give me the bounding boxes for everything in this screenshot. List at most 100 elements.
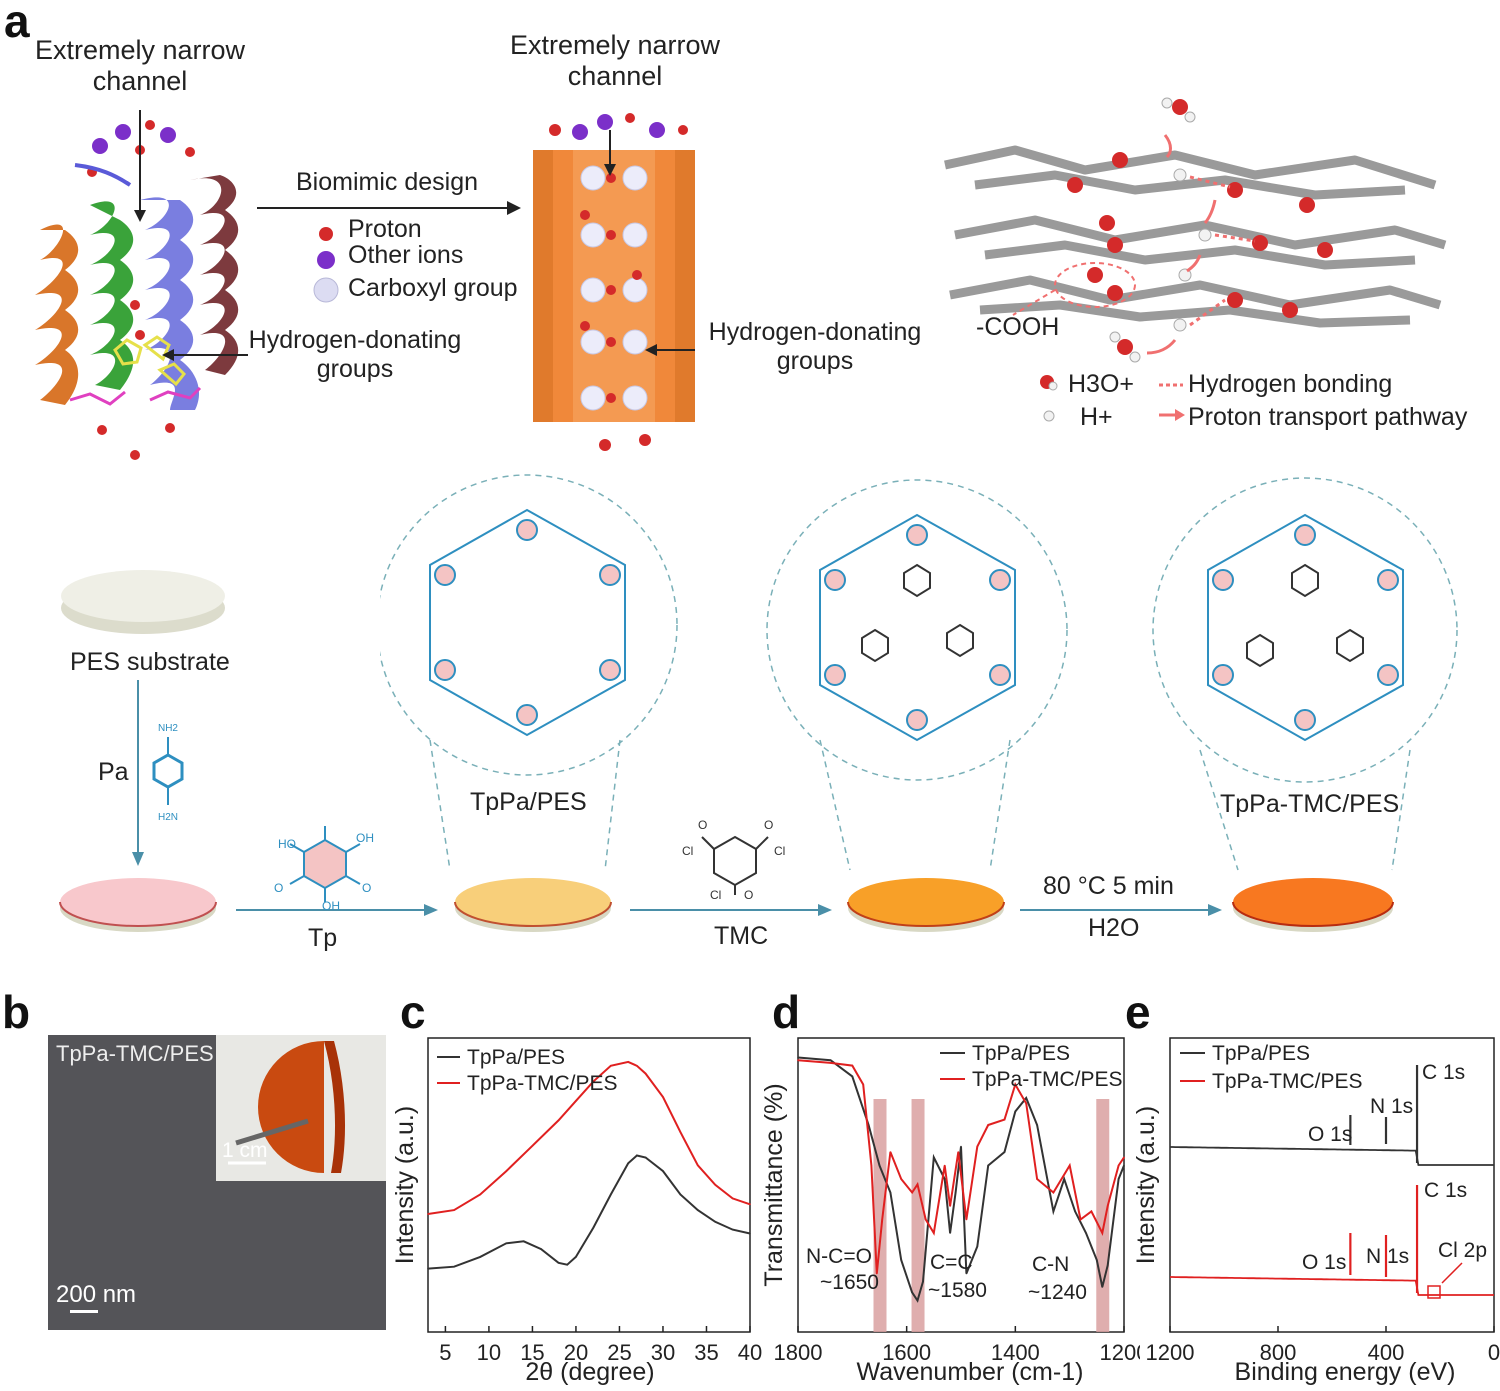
pa-arrow xyxy=(132,680,144,866)
sem-sample-label: TpPa-TMC/PES xyxy=(56,1041,214,1066)
panel-label-a: a xyxy=(4,0,30,47)
svg-text:OH: OH xyxy=(322,899,340,913)
channel-title-left-line2: channel xyxy=(92,66,188,96)
chart-c-legend-1: TpPa/PES xyxy=(467,1046,565,1069)
svg-text:Cl: Cl xyxy=(774,844,785,858)
legend-pathway: Proton transport pathway xyxy=(1188,403,1468,431)
chart-d-series-1-point xyxy=(933,1156,935,1159)
chart-d-series-1-point xyxy=(943,1178,946,1180)
chart-d-xlabel: Wavenumber (cm-1) xyxy=(857,1358,1084,1386)
chart-d-series-1-point xyxy=(1063,1178,1066,1180)
chart-c-x-tick-label: 5 xyxy=(439,1340,451,1365)
right-legend-markers xyxy=(1040,375,1058,422)
chart-c-series-2-point xyxy=(714,1183,716,1186)
chart-c-series-2-point xyxy=(592,1080,595,1083)
chart-c-x-tick-label: 40 xyxy=(738,1340,762,1365)
chart-d-series-1-point xyxy=(1096,1259,1098,1261)
chart-c-series-2-point xyxy=(662,1096,664,1098)
chart-d-series-2-point xyxy=(1025,1102,1027,1105)
svg-text:NH2: NH2 xyxy=(158,723,178,734)
chart-d-annotation-value-2: ~1580 xyxy=(928,1279,987,1302)
svg-text:OH: OH xyxy=(356,831,374,845)
chart-c-series-1-point xyxy=(627,1162,629,1165)
chart-d-series-2-point xyxy=(924,1218,927,1221)
chart-d-series-1-point xyxy=(965,1272,968,1275)
pa-label: Pa xyxy=(98,758,129,786)
chart-c-series-1-point xyxy=(479,1256,482,1258)
tppa-tmc-pes-label: TpPa-TMC/PES xyxy=(1220,790,1400,818)
chart-e-x-tick-label: 800 xyxy=(1260,1340,1297,1365)
chart-e-peak-cl2p: Cl 2p xyxy=(1438,1239,1487,1262)
chart-c-series-1-point xyxy=(636,1154,638,1157)
chart-c-legend-2: TpPa-TMC/PES xyxy=(467,1072,618,1095)
pes-substrate-disc xyxy=(61,570,225,634)
chart-c-xlabel: 2θ (degree) xyxy=(525,1358,654,1386)
chart-c-series-1 xyxy=(427,1154,751,1270)
chart-c-series-1-point xyxy=(427,1267,429,1270)
chart-d-series-1-point xyxy=(1123,1164,1125,1167)
legend-hbond: Hydrogen bonding xyxy=(1188,370,1393,398)
chart-d-annotation-value-1: ~1650 xyxy=(820,1271,879,1294)
chart-c-series-2-point xyxy=(679,1131,682,1133)
tppa-disc xyxy=(454,878,612,932)
chart-c-series-1-point xyxy=(644,1156,647,1159)
hbond-pathway-markers xyxy=(1159,383,1185,421)
tmc-label: TMC xyxy=(714,922,769,950)
chart-d-series-2-point xyxy=(829,1062,832,1064)
legend-carboxyl: Carboxyl group xyxy=(348,274,518,302)
chart-d-series-2-point xyxy=(1101,1232,1104,1234)
chart-e-peak-c1s-top: C 1s xyxy=(1422,1061,1465,1084)
chart-d-series-1-point xyxy=(954,1191,957,1194)
chart-d-annotation-value-3: ~1240 xyxy=(1028,1281,1087,1304)
chart-c-series-1-point xyxy=(749,1232,751,1235)
chart-c-series-2-point xyxy=(627,1061,629,1063)
cof-stack-illustration xyxy=(944,97,1447,363)
chart-c-x-tick-label: 10 xyxy=(477,1340,501,1365)
chart-d-series-2-point xyxy=(987,1124,989,1126)
chart-c-series-1-point xyxy=(522,1240,525,1243)
panel-label-b: b xyxy=(2,986,31,1038)
chart-c-series-1-point xyxy=(662,1170,664,1172)
chart-ftir: 1800160014001200 N-C=O~1650C=C~1580C-N~1… xyxy=(760,1037,1140,1386)
chart-c-series-2-point xyxy=(749,1203,751,1206)
svg-text:O: O xyxy=(698,818,707,832)
chart-d-x-tick-label: 1400 xyxy=(991,1340,1040,1365)
hdg-left-line1: Hydrogen-donating xyxy=(248,326,462,354)
chart-d-series-2-point xyxy=(916,1183,919,1186)
chart-c-series-2-point xyxy=(731,1197,734,1200)
chart-d-series-2-point xyxy=(1090,1210,1093,1213)
chart-d-series-2-point xyxy=(881,1218,884,1221)
membrane-photo-inset: 1 cm xyxy=(216,1035,386,1181)
chart-d-series-1-point xyxy=(976,1245,979,1248)
chart-d-series-1-point xyxy=(1085,1232,1087,1234)
chart-d-series-2-point xyxy=(1123,1156,1125,1159)
chart-d-x-tick-label: 1200 xyxy=(1100,1340,1140,1365)
channel-title-mid-line2: channel xyxy=(567,61,663,91)
chart-d-legend-2: TpPa-TMC/PES xyxy=(972,1068,1123,1091)
chart-c-series-2-point xyxy=(479,1193,482,1196)
chart-e-x-tick-label: 0 xyxy=(1488,1340,1500,1365)
chart-d-series-2-point xyxy=(870,1164,873,1167)
chart-e-x-tick-label: 1200 xyxy=(1146,1340,1195,1365)
chart-c-series-1-point xyxy=(609,1193,612,1196)
chart-c-x-tick-label: 25 xyxy=(607,1340,631,1365)
legend-markers xyxy=(313,227,339,303)
chart-d-series-2-point xyxy=(900,1178,903,1180)
chart-c-series-2-point xyxy=(557,1119,560,1122)
legend-other-ions: Other ions xyxy=(348,241,464,269)
condition-label: 80 °C 5 min xyxy=(1043,872,1174,900)
legend-h3o: H3O+ xyxy=(1068,370,1135,398)
chart-d-series-2-point xyxy=(851,1064,854,1067)
pa-modified-disc xyxy=(59,878,217,932)
chart-e-legend-1: TpPa/PES xyxy=(1212,1042,1310,1065)
chart-e-peak-o1s-bottom: O 1s xyxy=(1302,1251,1346,1274)
chart-d-series-2-point xyxy=(1014,1083,1017,1086)
chart-d-series-1-point xyxy=(1074,1210,1076,1213)
svg-text:O: O xyxy=(744,888,753,902)
chart-e-peak-o1s-top: O 1s xyxy=(1308,1123,1352,1146)
chart-e-cl2p-box xyxy=(1427,1285,1441,1299)
chart-c-series-1-point xyxy=(731,1228,734,1231)
legend-h: H+ xyxy=(1080,403,1113,431)
chart-d-series-2-point xyxy=(1036,1178,1038,1180)
